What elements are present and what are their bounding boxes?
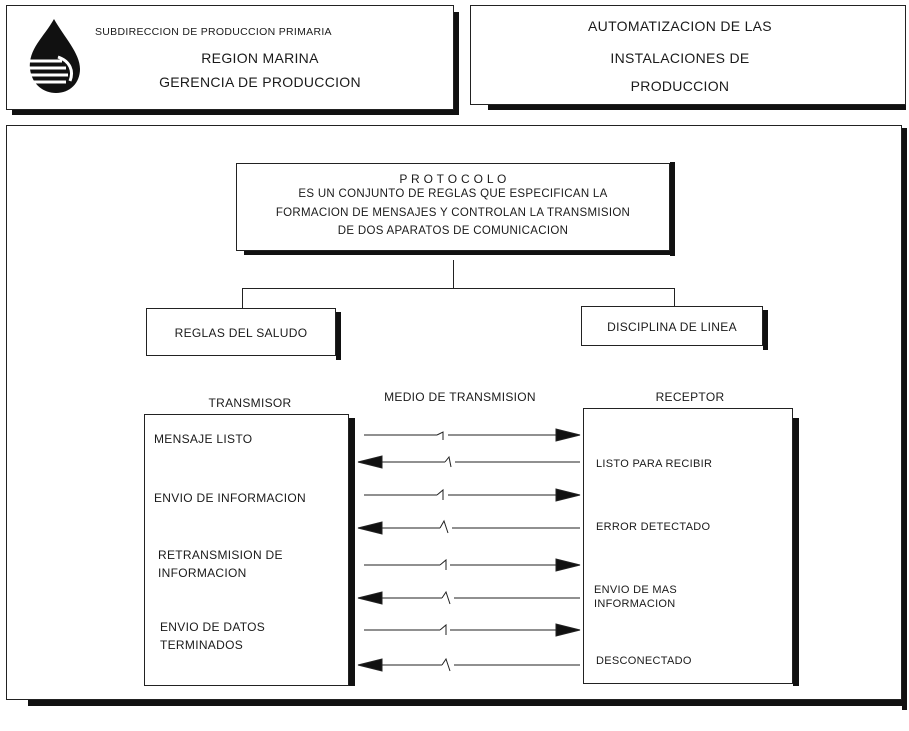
receiver-box: [583, 408, 793, 684]
handshake-rules-shadow: [336, 312, 341, 360]
org-header-shadow-bottom: [12, 110, 459, 115]
arrow-ready-to-receive: [357, 455, 580, 469]
org-header-shadow: [454, 12, 459, 115]
arrow-ready-to-send: [364, 428, 581, 442]
rx-item-1: LISTO PARA RECIBIR: [596, 458, 713, 470]
protocol-line2: FORMACION DE MENSAJES Y CONTROLAN LA TRA…: [275, 207, 631, 219]
tx-item-4b: TERMINADOS: [160, 638, 244, 652]
protocol-box-shadow-bottom: [244, 251, 675, 255]
org-line3: GERENCIA DE PRODUCCION: [159, 74, 361, 90]
line-discipline-shadow: [763, 310, 768, 350]
medium-heading: MEDIO DE TRANSMISION: [384, 390, 536, 404]
tree-right-drop: [674, 288, 675, 306]
protocol-box: [236, 163, 670, 251]
title-header-shadow-bottom: [488, 105, 906, 110]
tx-item-1: MENSAJE LISTO: [154, 432, 253, 446]
main-frame-shadow-bottom: [28, 700, 907, 706]
arrow-error: [357, 519, 580, 535]
tx-item-3a: RETRANSMISION DE: [158, 548, 283, 562]
title-line2: INSTALACIONES DE: [610, 50, 750, 66]
tx-item-3b: INFORMACION: [158, 566, 247, 580]
line-discipline-label: DISCIPLINA DE LINEA: [607, 320, 737, 334]
arrow-send-data: [364, 488, 581, 502]
line-discipline-box: [581, 306, 763, 346]
title-line3: PRODUCCION: [630, 78, 730, 94]
tree-stem: [453, 260, 454, 288]
pemex-logo: [20, 15, 88, 95]
arrow-disconnected: [357, 657, 580, 672]
tx-item-4a: ENVIO DE DATOS: [160, 620, 266, 634]
title-line1: AUTOMATIZACION DE LAS: [588, 18, 772, 34]
receiver-heading: RECEPTOR: [655, 390, 725, 404]
arrow-retransmit: [364, 558, 581, 572]
rx-item-2: ERROR DETECTADO: [596, 521, 711, 533]
handshake-rules-label: REGLAS DEL SALUDO: [174, 326, 308, 340]
protocol-box-shadow: [670, 162, 675, 256]
receiver-box-shadow: [793, 418, 799, 686]
main-frame-shadow-right: [902, 128, 907, 710]
protocol-line3: DE DOS APARATOS DE COMUNICACION: [337, 225, 569, 237]
transmitter-box-shadow: [349, 418, 355, 686]
transmitter-heading: TRANSMISOR: [208, 396, 292, 410]
protocol-heading: P R O T O C O L O: [399, 172, 507, 186]
transmitter-box: [144, 414, 349, 686]
protocol-line1: ES UN CONJUNTO DE REGLAS QUE ESPECIFICAN…: [298, 188, 608, 200]
tx-item-2: ENVIO DE INFORMACION: [154, 491, 307, 505]
rx-item-3b: INFORMACION: [594, 598, 676, 610]
rx-item-3a: ENVIO DE MAS: [594, 584, 678, 596]
title-header-box: [470, 5, 906, 105]
arrow-more-info: [357, 590, 580, 605]
tree-bar: [242, 288, 674, 289]
org-line1: SUBDIRECCION DE PRODUCCION PRIMARIA: [95, 26, 332, 38]
tree-left-drop: [242, 288, 243, 308]
arrow-data-done: [364, 623, 581, 637]
handshake-rules-box: [146, 308, 336, 356]
rx-item-4: DESCONECTADO: [596, 655, 692, 667]
org-header-box: [6, 5, 454, 110]
org-line2: REGION MARINA: [201, 50, 319, 66]
